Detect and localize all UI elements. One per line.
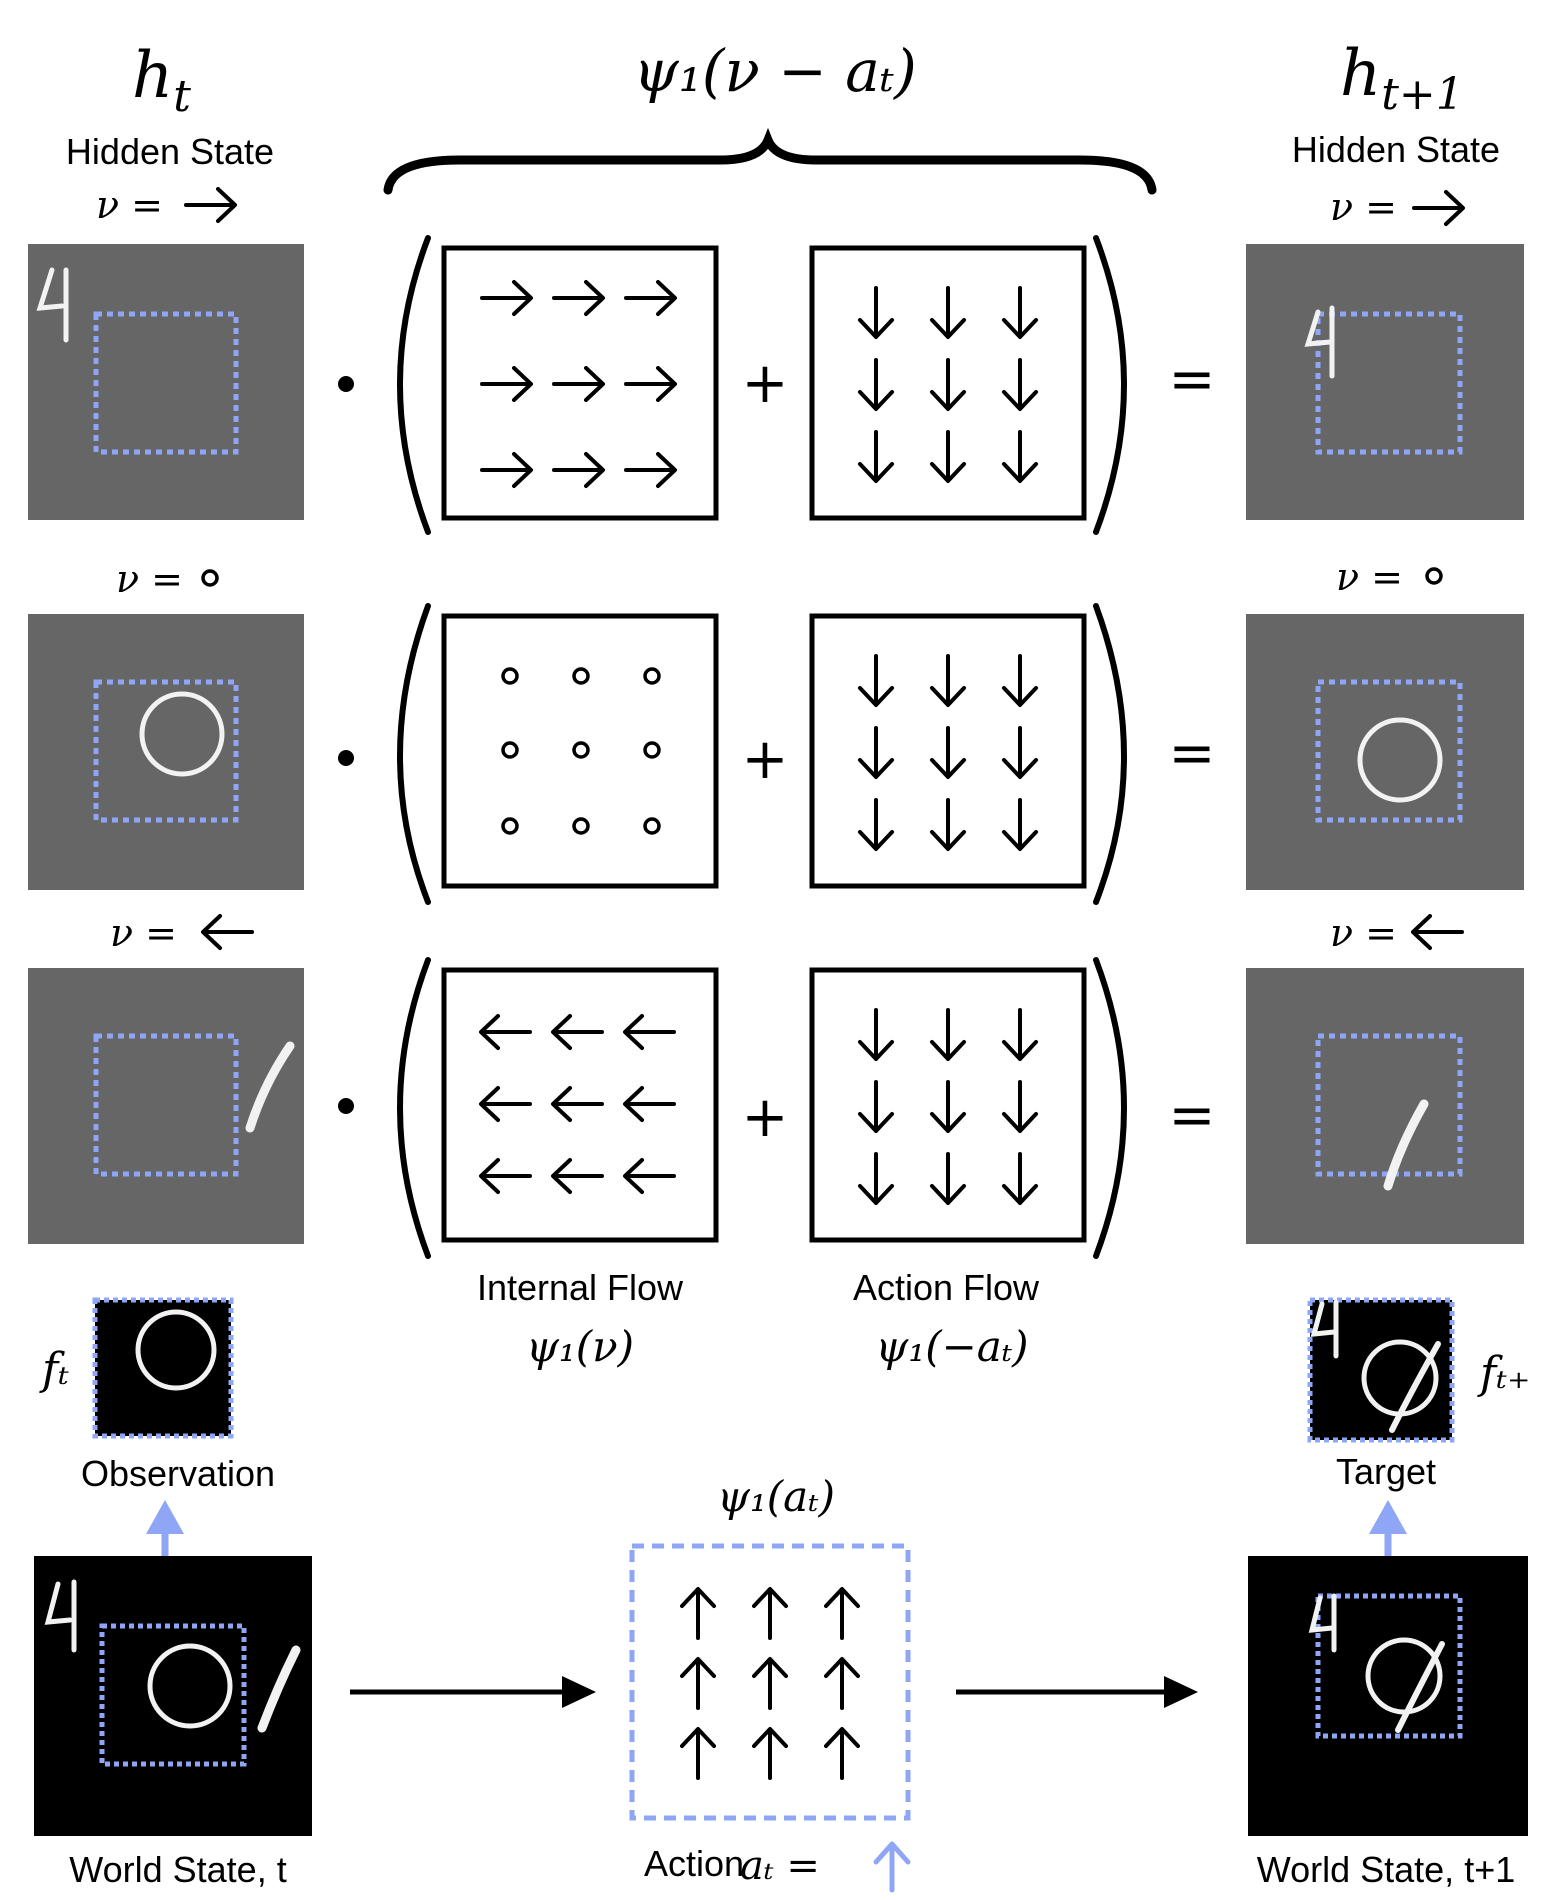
attention-box-t-row2 [93, 679, 239, 823]
hidden-state-panel-t1-row2 [1246, 614, 1524, 890]
circle-icon [1425, 567, 1443, 585]
right-paren-row1 [1093, 235, 1127, 535]
digit-1-t1-row3 [1383, 1099, 1429, 1191]
h-t-label: ht [132, 39, 191, 122]
equals-operator-row2: = [1168, 721, 1216, 786]
action-up-arrow-icon [873, 1841, 911, 1893]
right-arrow-icon [1412, 190, 1465, 226]
hidden-state-panel-t-row1 [28, 244, 304, 520]
digit-0-t-row2 [139, 691, 225, 777]
left-paren-row2 [397, 603, 431, 905]
target-digit-1 [1389, 1341, 1441, 1433]
left-arrow-icon [1411, 914, 1464, 950]
equals-operator-row3: = [1168, 1083, 1216, 1148]
plus-operator-row2: + [741, 727, 789, 792]
plus-operator-row3: + [741, 1085, 789, 1150]
psi-action-label: ψ₁(aₜ) [717, 1472, 835, 1521]
nu-label-right-row1: ν = [1330, 185, 1398, 229]
nu-label-left-row3: ν = [110, 911, 178, 955]
attention-box-t1-row3 [1315, 1033, 1463, 1177]
psi-top-label: ψ₁(ν − aₜ) [633, 37, 917, 105]
target-patch [1307, 1297, 1455, 1443]
f-t1-label: fₜ₊ [1480, 1348, 1531, 1399]
internal-flow-label: Internal Flow [476, 1267, 684, 1308]
left-arrow-icon [201, 914, 254, 950]
observation-digit-0 [135, 1309, 217, 1391]
world-state-t-digit-0 [147, 1643, 233, 1729]
dot-operator-row3 [338, 1098, 354, 1114]
action-math: aₜ = [740, 1843, 820, 1889]
attention-box-t-row1 [93, 311, 239, 455]
up-arrow-icon [680, 1657, 716, 1710]
up-arrow-icon [824, 1657, 860, 1710]
row-3 [28, 957, 1524, 1259]
up-arrow-icon [752, 1727, 788, 1780]
row-1 [28, 235, 1524, 535]
circle-icon [201, 569, 219, 587]
action-grid [629, 1543, 911, 1821]
hidden-state-right-label: Hidden State [1291, 129, 1501, 170]
h-t1-label: ht+1 [1340, 37, 1464, 120]
internal-flow-grid-row2 [441, 613, 719, 889]
world-state-t-attention-box [99, 1623, 247, 1767]
row-2 [28, 603, 1524, 905]
digit-0-t1-row2 [1357, 717, 1443, 803]
world-state-t1-label: World State, t+1 [1256, 1849, 1516, 1890]
f-t-label: fₜ [42, 1344, 70, 1395]
plus-operator-row1: + [741, 351, 789, 416]
transition-arrow-left [350, 1676, 596, 1708]
up-arrow-icon [752, 1657, 788, 1710]
world-state-t1-digit-4 [1308, 1593, 1337, 1653]
up-arrow-icon [680, 1727, 716, 1780]
observation-label: Observation [80, 1453, 276, 1494]
up-arrow-icon [752, 1587, 788, 1640]
world-state-t-digit-1 [257, 1645, 301, 1733]
left-paren-row3 [397, 957, 431, 1259]
left-paren-row1 [397, 235, 431, 535]
world-state-t-label: World State, t [69, 1849, 287, 1890]
digit-1-t-row3 [245, 1041, 295, 1133]
action-label: Action [644, 1843, 745, 1884]
nu-label-right-row2: ν = [1336, 555, 1404, 599]
action-flow-math: ψ₁(−aₜ) [875, 1322, 1029, 1371]
up-arrow-icon [824, 1727, 860, 1780]
hidden-state-panel-t1-row1 [1246, 244, 1524, 520]
attention-box-t-row3 [93, 1033, 239, 1177]
attention-box-t1-row2 [1315, 679, 1463, 823]
world-state-t1-digit-1 [1395, 1641, 1445, 1733]
right-paren-row2 [1093, 603, 1127, 905]
dot-operator-row2 [338, 750, 354, 766]
hidden-state-panel-t-row2 [28, 614, 304, 890]
digit-4-t1-row1 [1304, 305, 1335, 379]
nu-label-right-row3: ν = [1330, 911, 1398, 955]
hidden-state-left-label: Hidden State [65, 131, 275, 172]
transition-arrow-right [956, 1676, 1198, 1708]
up-arrow-icon [824, 1587, 860, 1640]
nu-label-left-row1: ν = [96, 183, 164, 227]
right-arrow-icon [184, 187, 237, 223]
nu-label-left-row2: ν = [116, 557, 184, 601]
world-state-t-digit-4 [44, 1579, 77, 1653]
world-state-t1-attention-box [1315, 1593, 1463, 1739]
equals-operator-row1: = [1168, 347, 1216, 412]
world-state-t1-panel [1248, 1556, 1528, 1836]
target-digit-4 [1310, 1299, 1339, 1359]
action-flow-label: Action Flow [852, 1267, 1040, 1308]
hidden-state-panel-t1-row3 [1246, 968, 1524, 1244]
world-state-t-panel [34, 1556, 312, 1836]
target-label: Target [1335, 1451, 1437, 1492]
top-brace [383, 127, 1157, 195]
up-arrow-icon [680, 1587, 716, 1640]
dot-operator-row1 [338, 376, 354, 392]
attention-box-t1-row1 [1315, 311, 1463, 455]
digit-4-t-row1 [36, 267, 69, 343]
internal-flow-math: ψ₁(ν) [525, 1322, 635, 1371]
right-paren-row3 [1093, 957, 1127, 1259]
